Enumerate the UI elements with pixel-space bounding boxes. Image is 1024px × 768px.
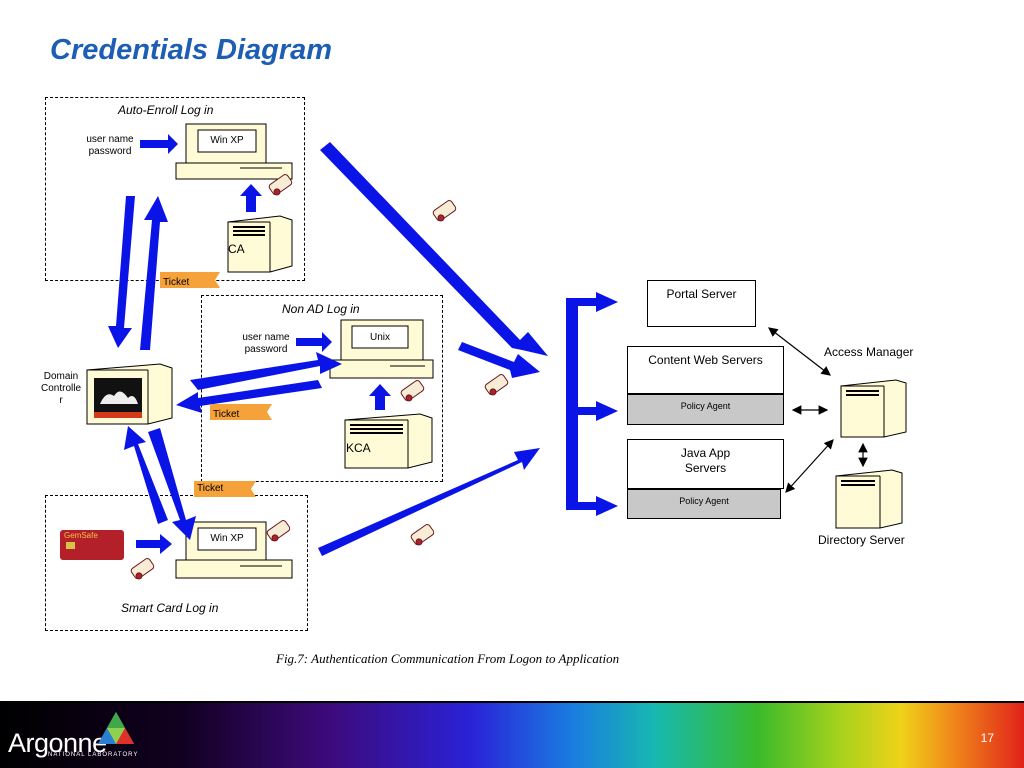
argonne-logo-icon [98, 712, 134, 744]
domain-controller-label-1: Domain [43, 371, 79, 382]
user-name-label: user name [86, 134, 134, 145]
arrow-right [566, 496, 618, 516]
policy-agent: Policy Agent [627, 489, 781, 519]
domain-controller-label-3: r [59, 395, 63, 406]
arrow-right [190, 352, 342, 390]
portal-server: Portal Server [647, 280, 756, 327]
certificate-icon [130, 174, 509, 580]
arrow-right [458, 342, 540, 378]
page-number: 17 [980, 731, 994, 745]
footer-bar [0, 703, 1024, 768]
policy-agent-label: Policy Agent [680, 401, 731, 411]
arrow-right [296, 332, 332, 352]
non-ad-title: Non AD Log in [282, 302, 360, 316]
arrow-up [369, 384, 391, 410]
arrow-right [136, 534, 172, 554]
argonne-logo-subtitle: NATIONAL LABORATORY [48, 752, 139, 758]
arrow-right [578, 401, 618, 421]
policy-agent-label: Policy Agent [679, 496, 729, 506]
computer-icon [175, 123, 293, 180]
arrow-up-right [318, 448, 540, 556]
diagram-canvas [60, 123, 907, 580]
gemsafe-label: GemSafe [64, 531, 98, 540]
policy-agent: Policy Agent [627, 394, 784, 425]
ca-label: CA [228, 242, 245, 256]
arrow-down [148, 428, 196, 540]
bracket [566, 298, 578, 510]
arrow-right [140, 134, 178, 154]
arrows [108, 134, 618, 556]
content-web-servers: Content Web Servers [627, 346, 784, 394]
ticket-label: Ticket [197, 483, 224, 494]
directory-server-label: Directory Server [818, 533, 905, 547]
computer-icon [175, 521, 293, 579]
ticket-label: Ticket [213, 409, 240, 420]
java-app-label-2: Servers [684, 461, 727, 475]
smart-card-icon [60, 530, 124, 560]
content-web-servers-label: Content Web Servers [648, 353, 763, 367]
java-app-label-1: Java App [680, 446, 731, 460]
server-icon [227, 215, 293, 273]
ticket-icon [160, 272, 272, 497]
computer-icon [329, 319, 434, 379]
password-label: password [88, 146, 132, 157]
arrow-right [566, 292, 618, 312]
ticket-label: Ticket [163, 277, 190, 288]
arrow-up [140, 196, 168, 350]
domain-controller-label-2: Controlle [40, 383, 82, 394]
arrow-down-right [320, 142, 548, 356]
argonne-logo-text: Argonne [8, 728, 107, 758]
arrow-down [108, 196, 135, 348]
arrow-up [240, 184, 262, 212]
access-manager-label: Access Manager [824, 345, 914, 359]
win-xp-label: Win XP [210, 135, 244, 146]
connectors [768, 327, 868, 493]
win-xp-label: Win XP [210, 533, 244, 544]
server-icon [344, 413, 433, 469]
server-icon [835, 469, 903, 529]
kca-label: KCA [346, 441, 371, 455]
auto-enroll-title: Auto-Enroll Log in [118, 103, 214, 117]
footer-divider [0, 701, 1024, 704]
arrow-up [124, 426, 168, 524]
portal-server-label: Portal Server [666, 287, 737, 301]
smart-card-title: Smart Card Log in [121, 601, 219, 615]
user-name-label: user name [242, 332, 290, 343]
page-title: Credentials Diagram [50, 34, 333, 66]
arrow-left [176, 380, 322, 413]
figure-caption: Fig.7: Authentication Communication From… [276, 651, 620, 666]
server-icon [840, 379, 907, 438]
password-label: password [244, 344, 288, 355]
unix-label: Unix [369, 332, 390, 343]
domain-controller-icon [86, 363, 173, 425]
